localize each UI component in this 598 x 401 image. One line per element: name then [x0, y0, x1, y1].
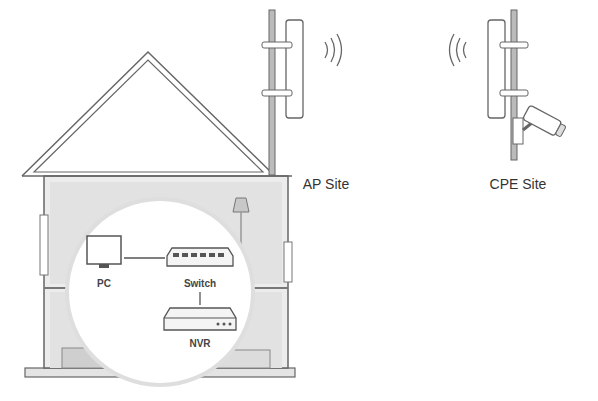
switch-ports	[173, 253, 224, 257]
roof-inner	[34, 60, 263, 172]
cable	[124, 257, 165, 258]
nvr-node: NVR	[160, 305, 240, 350]
magnifier	[69, 201, 251, 383]
switch-node: Switch	[165, 245, 235, 290]
ap-device	[286, 20, 303, 118]
site-label: AP Site	[298, 172, 354, 192]
nvr-led	[217, 323, 220, 326]
cable	[199, 292, 200, 305]
node-label: Switch	[184, 278, 216, 290]
window	[284, 242, 292, 282]
cpe-device	[488, 20, 505, 118]
ap-bracket	[262, 42, 292, 48]
switch-icon	[167, 248, 233, 266]
magnifier-ring	[65, 197, 255, 387]
eave	[22, 175, 292, 177]
nvr-led	[229, 323, 232, 326]
pc-monitor	[87, 236, 121, 264]
site-label: CPE Site	[485, 172, 551, 192]
node-label: AP Site	[303, 177, 349, 192]
lamp	[233, 198, 249, 212]
ap-bracket	[262, 90, 292, 96]
node-label: CPE Site	[490, 177, 547, 192]
window	[40, 215, 48, 275]
roof	[22, 52, 275, 176]
node-label: NVR	[189, 338, 210, 350]
nvr-led	[223, 323, 226, 326]
node-label: PC	[97, 278, 111, 290]
cpe-signal	[450, 34, 467, 66]
nvr-edge	[164, 318, 236, 319]
cpe-bracket	[500, 90, 528, 96]
pc-node: PC	[84, 232, 124, 290]
camera-mount	[513, 118, 523, 144]
camera	[522, 105, 567, 139]
cpe-bracket	[500, 42, 528, 48]
nvr-icon	[164, 308, 236, 330]
pc-stand	[99, 264, 109, 268]
ap-signal	[325, 34, 342, 66]
